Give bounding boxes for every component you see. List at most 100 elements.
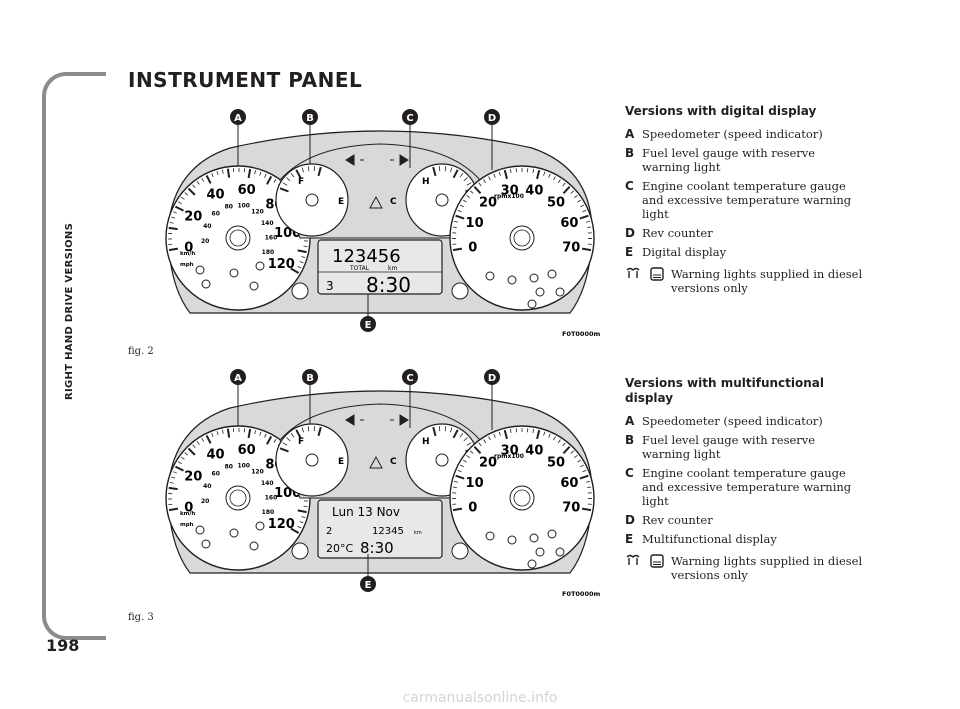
speedometer-kmh-label: 20 (201, 498, 209, 505)
speed-unit-mph: mph (180, 262, 194, 268)
speedometer-kmh-label: 20 (201, 238, 209, 245)
rev-counter-tick (587, 226, 592, 229)
speedometer-tick (266, 435, 273, 445)
rev-counter-tick (452, 226, 457, 229)
fuel-gauge-tick (301, 427, 304, 433)
rev-counter-tick (453, 220, 459, 223)
speedometer-tick (254, 430, 257, 435)
callout-letter: E (365, 320, 372, 331)
temp-gauge-tick (452, 169, 459, 179)
warning-light-icon (229, 528, 239, 538)
rev-counter-tick (453, 480, 459, 483)
outside-temperature: 20°C (326, 542, 353, 555)
speedometer-tick (192, 444, 196, 449)
legend-key: C (625, 466, 634, 480)
rev-counter-tick (581, 507, 592, 512)
glow-plug-and-fuel-filter-icons (625, 267, 671, 295)
speedometer-tick (259, 171, 262, 176)
temp-gauge-tick (466, 442, 472, 446)
rev-counter-tick (466, 194, 470, 199)
speedometer-tick (187, 447, 196, 456)
callout-marker (402, 369, 418, 385)
temp-gauge-tick (459, 433, 464, 438)
note-text: Warning lights supplied in diesel versio… (671, 267, 863, 295)
legend-key: A (625, 127, 635, 141)
fog-light-icon (451, 542, 469, 560)
temp-gauge-tick (452, 429, 459, 439)
fuel-gauge-tick (290, 433, 295, 438)
rev-counter-label: 0 (468, 501, 477, 516)
speedometer-hub-inner (229, 229, 247, 247)
speedometer-tick (181, 456, 185, 460)
rev-counter-tick (478, 182, 482, 187)
rev-counter-tick (510, 428, 512, 433)
callout-marker (302, 369, 318, 385)
warning-light-icon (555, 547, 565, 557)
rev-counter-tick (585, 480, 591, 483)
turn-signal-icon (345, 154, 409, 166)
rev-counter-tick (493, 433, 496, 438)
callout-marker (230, 369, 246, 385)
legend-key: D (625, 226, 635, 240)
temp-gauge-tick (444, 426, 447, 432)
speedometer-tick (196, 441, 200, 445)
speedometer-hub-inner (229, 489, 247, 507)
speedometer-tick (196, 181, 200, 185)
clock-time: 8:30 (360, 539, 394, 557)
rev-counter-tick (562, 442, 566, 447)
temp-gauge-tick (444, 166, 447, 172)
rev-counter-tick (455, 214, 465, 220)
fuel-gauge-tick (286, 177, 291, 182)
speedometer-kmh-label: 180 (262, 249, 275, 256)
speedometer-tick (184, 192, 189, 196)
legend-key: C (625, 179, 634, 193)
rev-counter-tick (457, 209, 462, 213)
callout-letter: C (406, 113, 413, 124)
speedometer-tick (301, 516, 306, 518)
speedometer-tick (226, 168, 231, 178)
rev-counter-tick (532, 168, 534, 173)
temp-gauge-tick (463, 177, 468, 182)
fuel-empty-label: E (338, 457, 344, 467)
temp-gauge-tick (432, 166, 437, 177)
legend-text: Speedometer (speed indicator) (642, 127, 823, 141)
legend-key: D (625, 513, 635, 527)
speedometer-tick (273, 439, 277, 443)
speedometer-tick (169, 221, 174, 224)
rev-counter-tick (452, 507, 463, 512)
fuel-gauge-tick (282, 442, 288, 446)
rev-counter-tick (483, 439, 487, 444)
callout-letter: E (365, 580, 372, 591)
temp-hot-label: H (422, 437, 430, 447)
rev-counter-tick (587, 486, 592, 489)
rev-counter-tick (455, 474, 465, 480)
callout-marker (230, 109, 246, 125)
section-heading: Versions with multifunctional display (625, 376, 824, 405)
rev-counter-tick (570, 450, 574, 454)
rev-counter-tick (470, 190, 474, 194)
rev-counter-tick (493, 173, 496, 178)
rev-counter-tick (466, 454, 470, 459)
warning-light-icon (527, 299, 537, 309)
speedometer-kmh-label: 60 (212, 211, 220, 218)
figure-code: F0T0000m (562, 590, 600, 598)
speedometer-tick (297, 525, 302, 529)
rev-counter-tick (557, 439, 561, 444)
rev-counter-tick (503, 429, 508, 440)
speedometer-kmh-label: 100 (237, 203, 250, 210)
rev-counter-tick (570, 190, 574, 194)
rev-counter-tick (457, 469, 462, 473)
rev-counter-tick (557, 179, 561, 184)
rev-counter-tick (574, 454, 578, 459)
speedometer-tick (297, 249, 307, 254)
warning-light-icon (201, 539, 211, 549)
speedometer-tick (187, 187, 196, 196)
rev-counter-label: 30 (501, 444, 519, 459)
temp-gauge-hub (435, 193, 449, 207)
speedometer-tick (216, 431, 219, 436)
temp-gauge-tick (450, 427, 453, 433)
